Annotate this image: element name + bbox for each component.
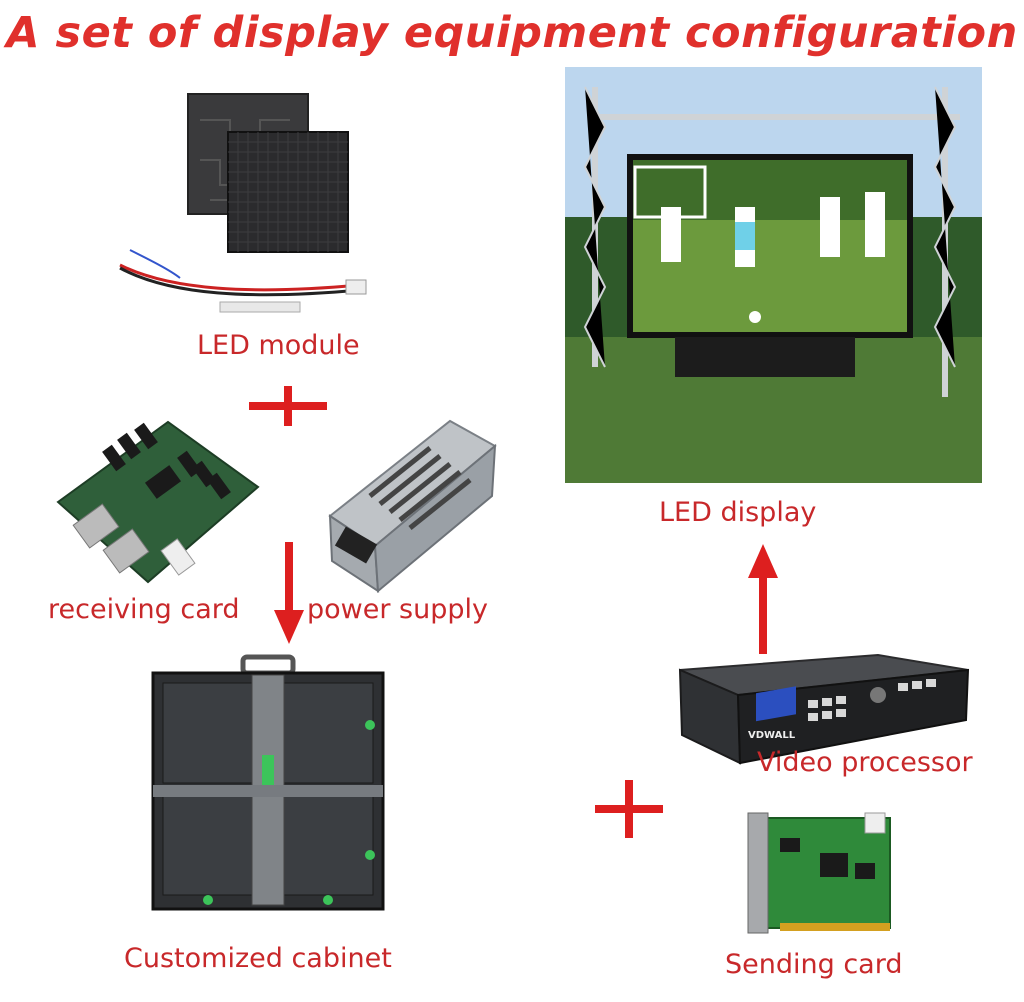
led-module-label: LED module (197, 330, 360, 361)
sending-card-image (747, 812, 891, 934)
arrow-up-icon (748, 544, 778, 654)
customized-cabinet-image (151, 654, 385, 911)
video-processor-label: Video processor (757, 747, 973, 778)
power-supply-label: power supply (307, 594, 488, 625)
power-supply-image (328, 419, 497, 594)
led-module-image (119, 93, 367, 313)
plus-icon (249, 386, 327, 426)
receiving-card-label: receiving card (48, 594, 240, 625)
plus-icon (595, 780, 663, 838)
receiving-card-image (56, 420, 260, 584)
video-processor-image (678, 653, 970, 765)
page-title: A set of display equipment configuration (6, 8, 1018, 58)
led-display-image (565, 67, 982, 483)
processor-brand-text: VDWALL (748, 730, 796, 741)
led-display-label: LED display (659, 497, 817, 528)
arrow-down-icon (274, 542, 304, 644)
sending-card-label: Sending card (725, 949, 903, 980)
customized-cabinet-label: Customized cabinet (124, 943, 392, 974)
